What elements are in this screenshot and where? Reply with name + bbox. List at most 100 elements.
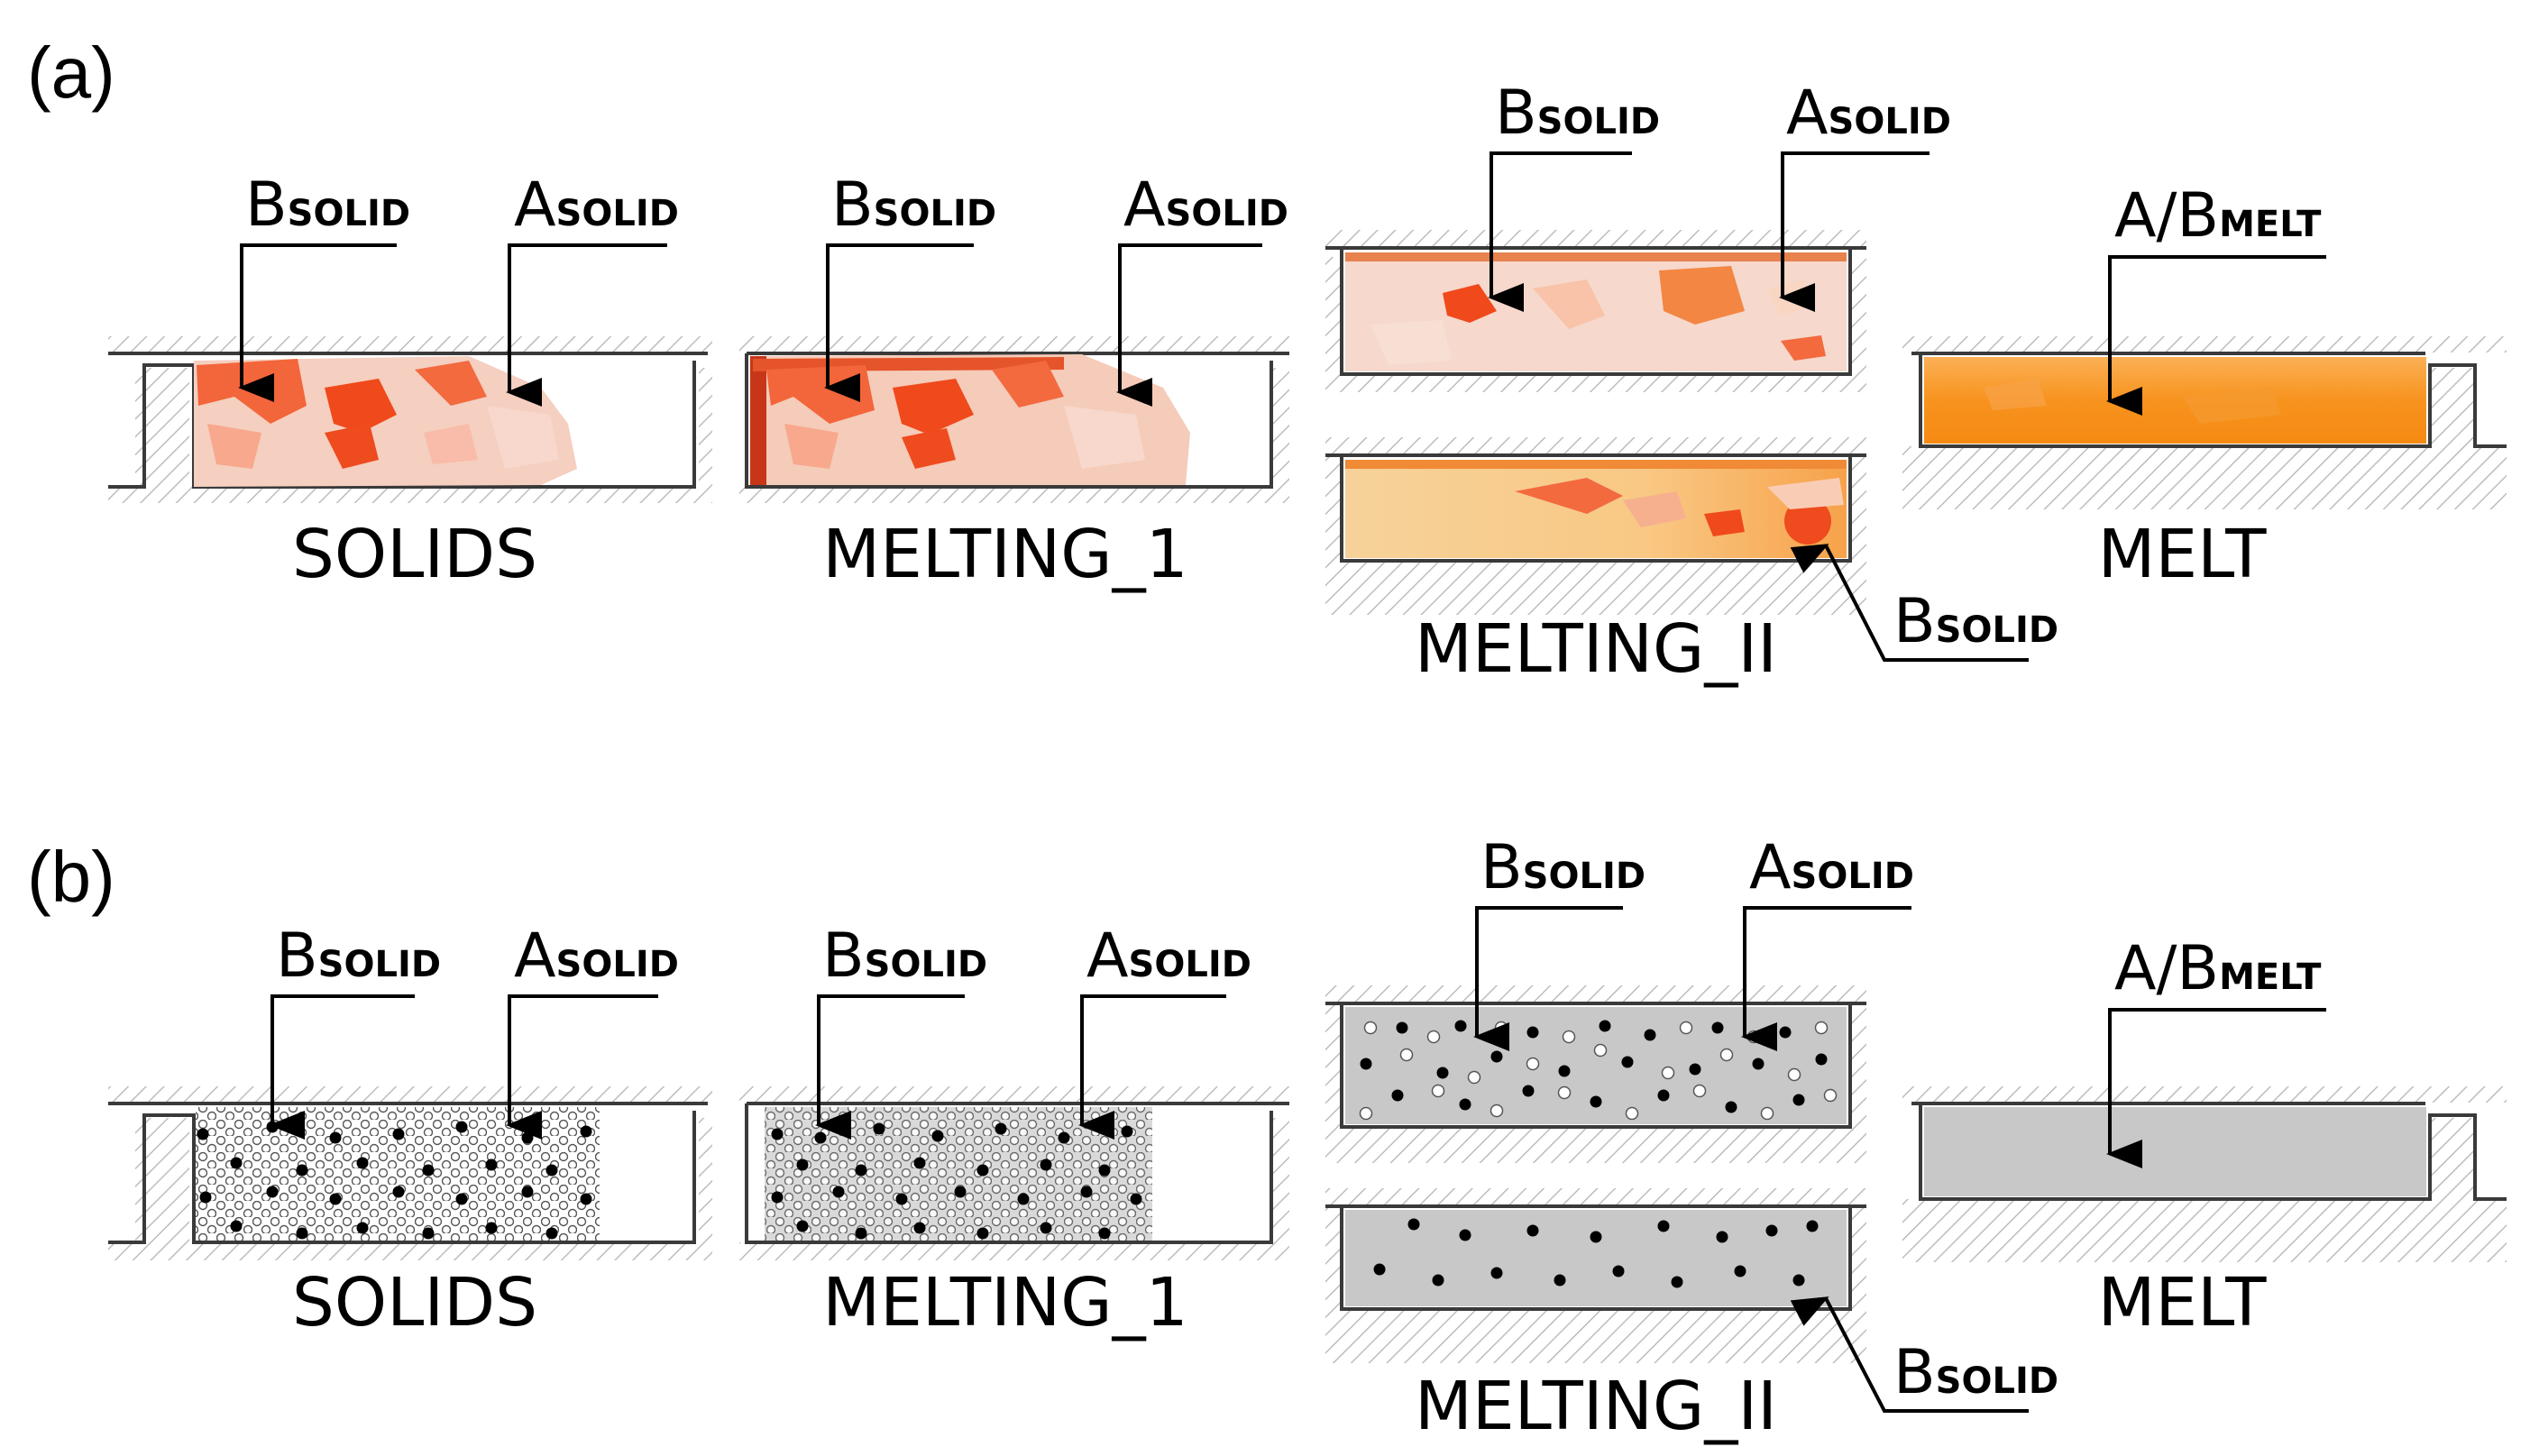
solids-dots-b — [197, 1121, 592, 1240]
callout-ab-melt-b: A/BMELT — [2106, 933, 2326, 1168]
particle — [1612, 1265, 1625, 1277]
stage-label-solids-b: SOLIDS — [292, 1264, 537, 1342]
melting-2-bottom-dots-b — [1373, 1218, 1819, 1288]
svg-text:ASOLID: ASOLID — [1749, 832, 1914, 903]
particle — [1765, 1224, 1778, 1237]
stage-melt-a: A/BMELT MELT — [1902, 180, 2507, 593]
particle — [1692, 1084, 1707, 1098]
particle — [1557, 1085, 1572, 1100]
particle — [392, 1186, 405, 1198]
particle — [796, 1158, 809, 1171]
particle — [1490, 1050, 1503, 1063]
particle — [1426, 1030, 1441, 1044]
callout-b-solid-melting-1-a: BSOLID — [824, 169, 996, 402]
particle — [356, 1222, 369, 1234]
particle — [1679, 1021, 1693, 1035]
melting-1-particles-b — [765, 1107, 1152, 1241]
particle — [296, 1227, 308, 1240]
particle — [771, 1128, 784, 1140]
particle — [1558, 1065, 1571, 1077]
svg-text:BSOLID: BSOLID — [822, 920, 987, 992]
particle — [1396, 1021, 1408, 1034]
particle — [197, 1128, 209, 1140]
stage-melting-2-top-b: BSOLID ASOLID — [1325, 832, 1914, 1163]
stage-solids-a: SOLIDS BSOLID ASOLID — [108, 169, 712, 593]
stage-label-melting-2-b: MELTING_II — [1415, 1368, 1777, 1445]
callout-a-solid-melting-2-a: ASOLID — [1779, 78, 1951, 312]
particle — [356, 1157, 369, 1169]
callout-b-solid-melting-1-b: BSOLID — [815, 920, 987, 1140]
stage-solids-b: SOLIDS BSOLID ASOLID — [108, 920, 712, 1342]
panel-label-b: (b) — [27, 837, 115, 917]
particle — [545, 1164, 558, 1177]
svg-text:BSOLID: BSOLID — [1495, 78, 1660, 149]
stage-melt-b: A/BMELT MELT — [1902, 933, 2507, 1342]
particle — [455, 1193, 468, 1205]
particle — [1058, 1131, 1070, 1144]
particle — [580, 1193, 592, 1205]
particle — [1711, 1021, 1724, 1034]
particle — [1040, 1158, 1052, 1171]
callout-b-solid-solids-a: BSOLID — [238, 169, 410, 402]
particle — [1657, 1220, 1670, 1232]
particle — [1792, 1274, 1805, 1287]
svg-text:ASOLID: ASOLID — [1086, 920, 1251, 992]
particle — [1621, 1056, 1634, 1068]
particle — [1823, 1088, 1838, 1103]
particle — [1391, 1089, 1404, 1102]
svg-text:ASOLID: ASOLID — [514, 169, 679, 241]
panel-b: SOLIDS BSOLID ASOLID MELTING_1 BSOLI — [108, 832, 2507, 1445]
solids-particles-b — [196, 1107, 600, 1241]
particle — [1716, 1231, 1728, 1243]
particle — [913, 1222, 926, 1234]
particle — [1814, 1021, 1829, 1035]
particle — [976, 1164, 989, 1177]
particle — [1590, 1231, 1602, 1243]
particle — [1725, 1101, 1737, 1113]
particle — [1040, 1222, 1052, 1234]
particle — [855, 1227, 867, 1240]
particle — [545, 1227, 558, 1240]
particle — [1752, 1058, 1765, 1070]
stage-melting-2-top-a: BSOLID ASOLID — [1325, 78, 1951, 392]
stage-label-solids-a: SOLIDS — [292, 516, 537, 593]
particle — [1562, 1030, 1576, 1044]
particle — [1399, 1048, 1414, 1062]
particle — [931, 1130, 944, 1142]
particle — [1373, 1263, 1386, 1276]
particle — [1644, 1029, 1656, 1041]
svg-text:BSOLID: BSOLID — [1893, 586, 2058, 657]
particle — [1806, 1220, 1819, 1232]
particle — [1360, 1058, 1372, 1070]
particle — [1359, 1106, 1373, 1121]
stage-melting-2-bottom-a: BSOLID MELTING_II — [1325, 437, 2058, 688]
particle — [1590, 1095, 1602, 1108]
callout-ab-melt-a: A/BMELT — [2106, 180, 2326, 416]
particle — [1625, 1106, 1639, 1121]
stage-melting-1-a: MELTING_1 BSOLID ASOLID — [739, 169, 1289, 593]
callout-a-solid-solids-a: ASOLID — [506, 169, 679, 407]
particle — [1431, 1084, 1445, 1098]
particle — [1522, 1085, 1535, 1097]
particle — [1526, 1057, 1540, 1071]
particle — [832, 1186, 845, 1198]
particle — [1459, 1098, 1471, 1111]
particle — [1760, 1106, 1774, 1121]
particle — [230, 1157, 243, 1169]
callout-a-solid-solids-b: ASOLID — [506, 920, 679, 1140]
panel-a: SOLIDS BSOLID ASOLID — [108, 78, 2507, 688]
svg-text:BSOLID: BSOLID — [276, 920, 441, 992]
particle — [1436, 1067, 1449, 1079]
svg-text:A/BMELT: A/BMELT — [2114, 180, 2322, 252]
particle — [1689, 1063, 1701, 1076]
melting-1-dots-b — [771, 1122, 1142, 1240]
particle — [1787, 1067, 1801, 1082]
callout-b-solid-solids-b: BSOLID — [269, 920, 441, 1140]
particle — [455, 1121, 468, 1133]
stage-label-melting-1-a: MELTING_1 — [822, 516, 1187, 593]
particle — [1467, 1070, 1481, 1085]
particle — [895, 1193, 908, 1205]
particle — [1526, 1224, 1539, 1237]
callout-b-solid-melting-2-b: BSOLID — [1473, 832, 1645, 1051]
particle — [485, 1222, 498, 1234]
